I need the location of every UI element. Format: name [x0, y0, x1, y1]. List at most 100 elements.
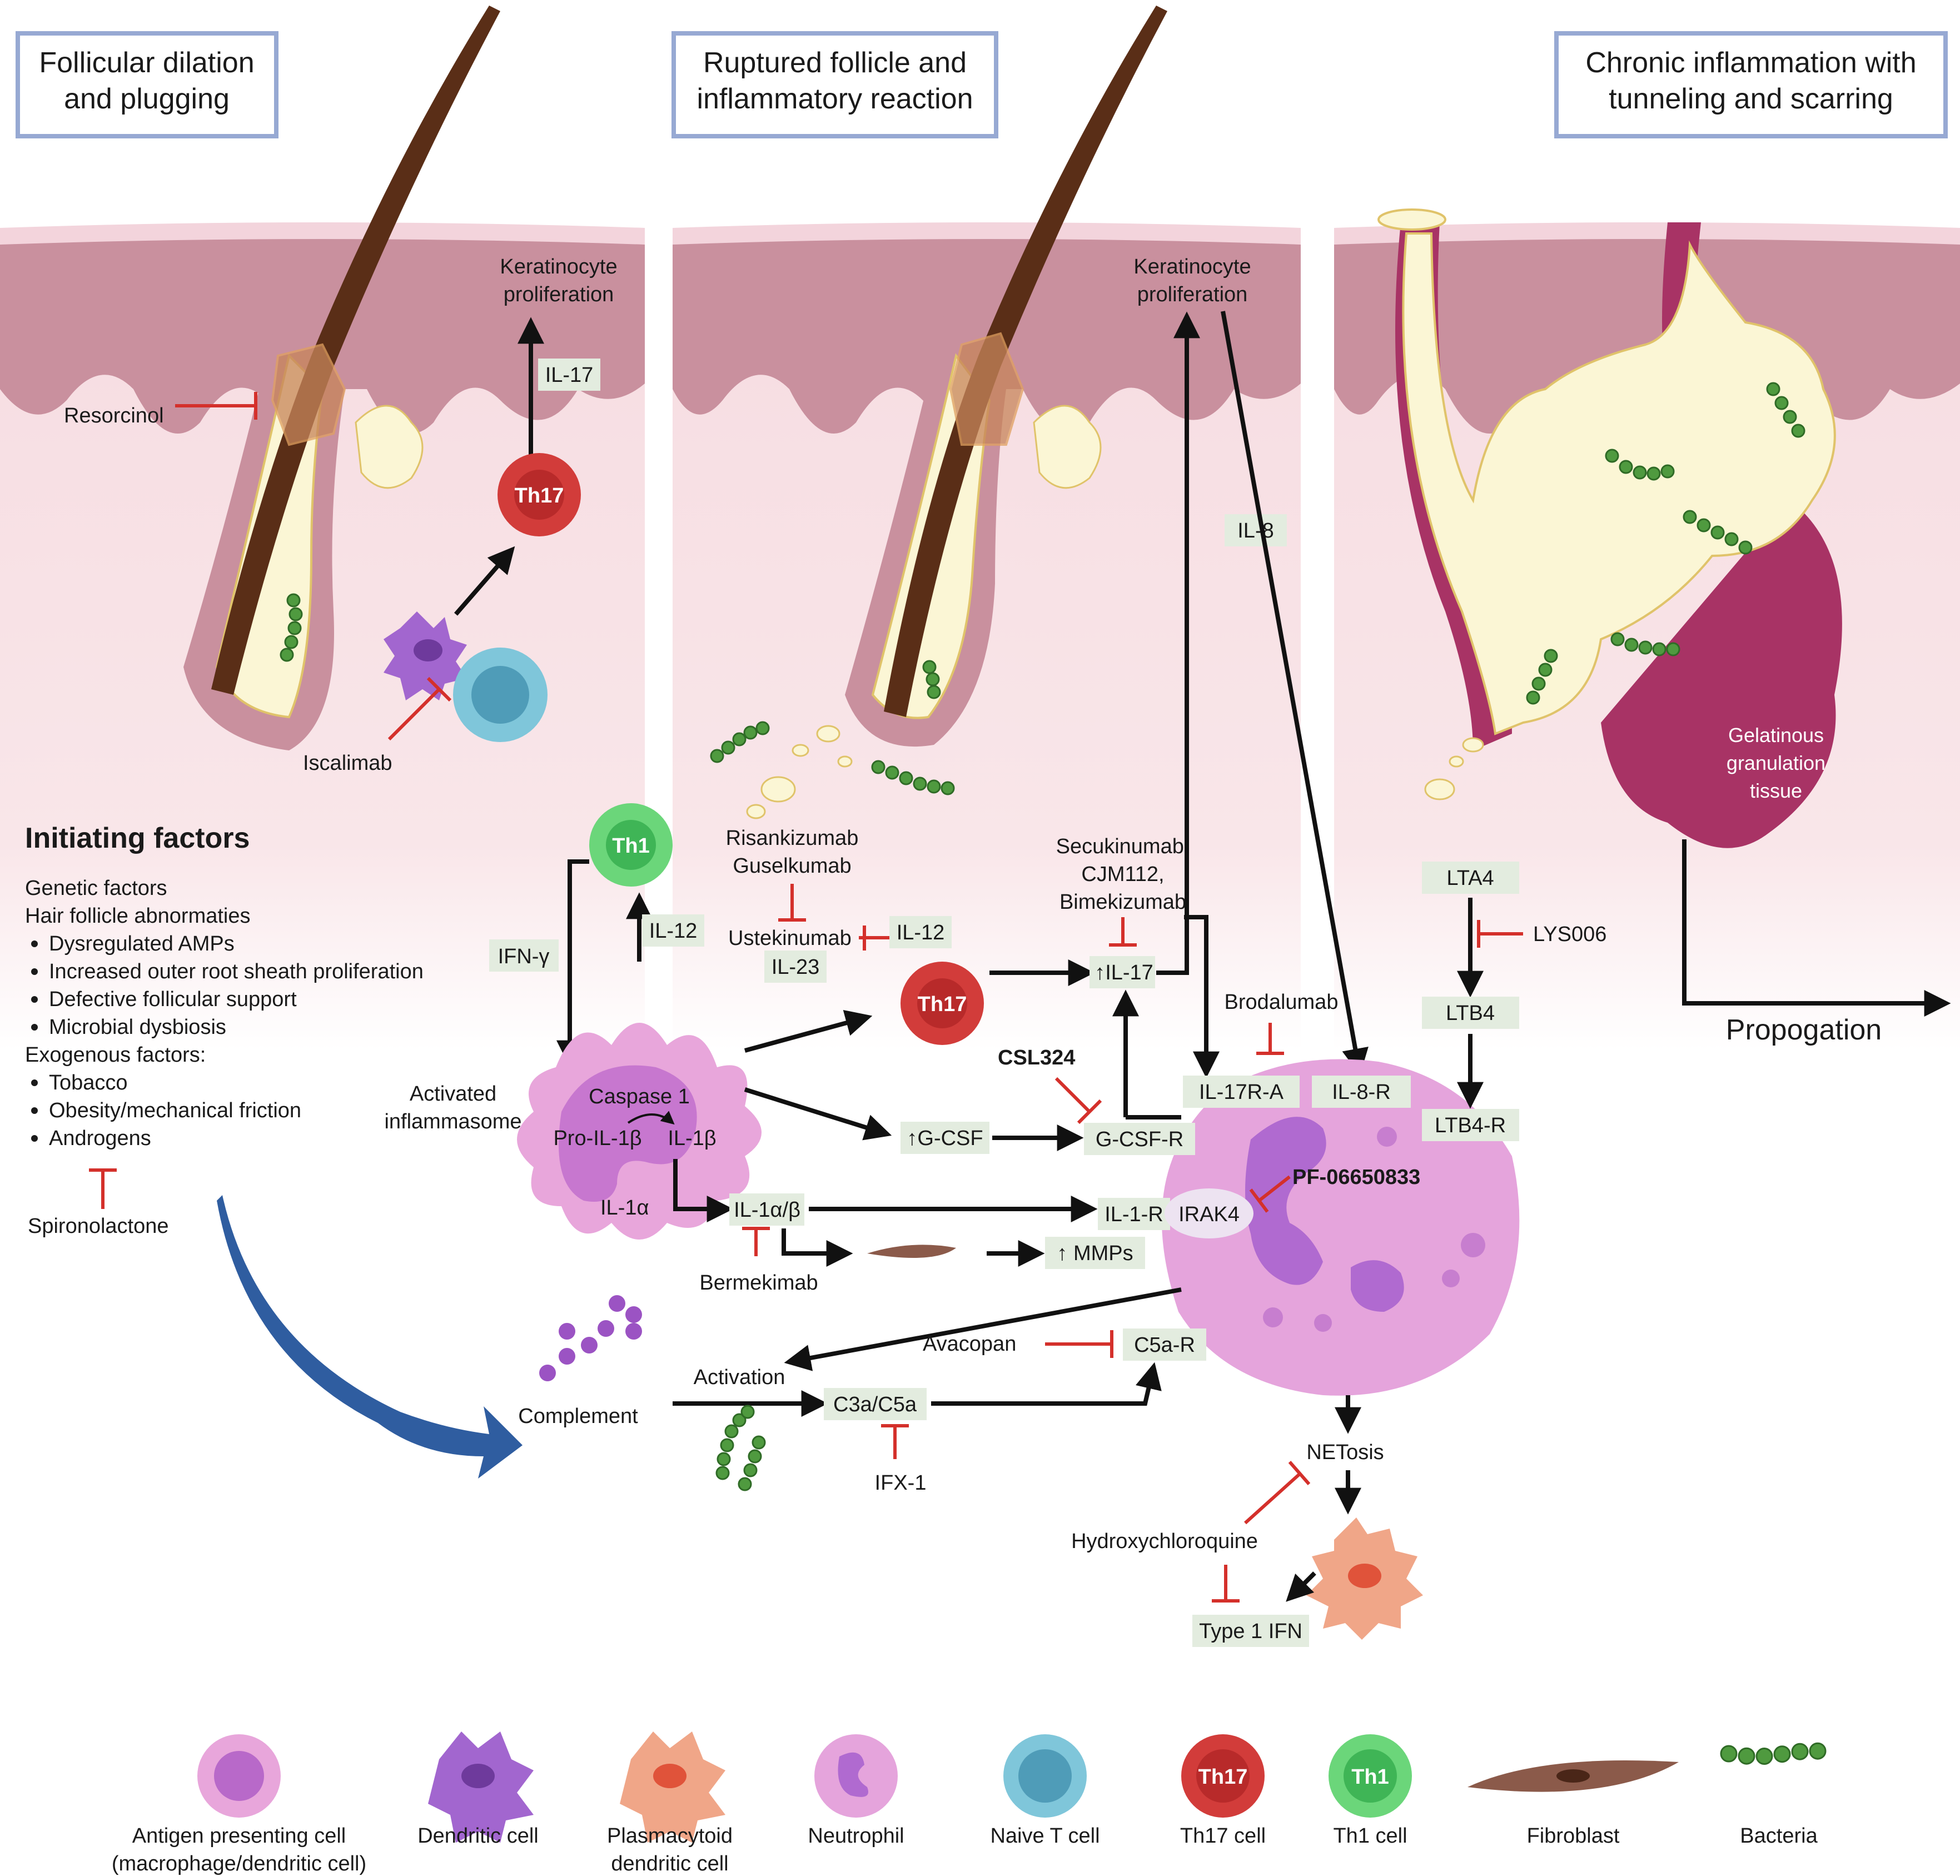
- dendritic-cell-icon: [428, 1731, 534, 1843]
- bacteria-chain: [1526, 382, 1805, 705]
- bullet-icon: [31, 1079, 38, 1086]
- svg-text:LTB4-R: LTB4-R: [1435, 1114, 1506, 1137]
- legend-label: Naive T cell: [990, 1824, 1100, 1848]
- arrow: [744, 1087, 892, 1141]
- gcsfr-box: [1084, 1123, 1195, 1155]
- keratinocyte-label-1b: proliferation: [504, 283, 614, 306]
- progression-arrow: [217, 1195, 523, 1479]
- brodalumab-label: Brodalumab: [1225, 991, 1339, 1014]
- arrow: [454, 546, 515, 616]
- activated-inflammasome-apc: [517, 1023, 762, 1240]
- svg-text:Bimekizumab: Bimekizumab: [1059, 890, 1186, 914]
- initiating-factors-title: Initiating factors: [25, 822, 250, 854]
- svg-text:and plugging: and plugging: [64, 83, 230, 115]
- arrow: [673, 1159, 734, 1222]
- th17-cell: Th17: [498, 453, 581, 536]
- ltb4-box: [1422, 997, 1519, 1029]
- initiating-factor-line: Dysregulated AMPs: [49, 932, 235, 956]
- guselkumab-label: Guselkumab: [733, 854, 851, 878]
- arrow: [1184, 915, 1220, 1078]
- arrow: [1156, 311, 1200, 975]
- ifx1-label: IFX-1: [875, 1471, 927, 1495]
- svg-text:IL-1-R: IL-1-R: [1105, 1203, 1163, 1226]
- activated-inflammasome-label: Activated: [410, 1082, 496, 1106]
- svg-text:IL-8-R: IL-8-R: [1332, 1081, 1391, 1104]
- svg-text:Th1: Th1: [612, 834, 650, 858]
- c5ar-box: [1123, 1328, 1206, 1361]
- initiating-factor-line: Microbial dysbiosis: [49, 1016, 226, 1039]
- initiating-factor-line: Obesity/mechanical friction: [49, 1099, 301, 1122]
- svg-text:tissue: tissue: [1750, 779, 1802, 802]
- bullet-icon: [31, 1135, 38, 1142]
- netosis-label: NETosis: [1306, 1441, 1384, 1464]
- gelatinous-label: Gelatinous: [1728, 724, 1824, 747]
- svg-text:G-CSF-R: G-CSF-R: [1096, 1128, 1183, 1151]
- svg-text:Th17: Th17: [515, 484, 564, 507]
- bacteria-chain: [715, 1405, 766, 1491]
- mmps-box: [1045, 1237, 1145, 1269]
- complement-label: Complement: [518, 1405, 638, 1428]
- svg-text:IL-12: IL-12: [649, 919, 698, 943]
- keratinocyte-label-1: Keratinocyte: [500, 255, 617, 278]
- svg-text:IL-1α/β: IL-1α/β: [734, 1198, 800, 1222]
- gcsf-box: [901, 1122, 989, 1154]
- legend-label: Fibroblast: [1527, 1824, 1620, 1848]
- naive-t-cell-icon: [1003, 1734, 1087, 1818]
- ltb4r-box: [1422, 1109, 1519, 1141]
- svg-text:tunneling and scarring: tunneling and scarring: [1609, 83, 1893, 115]
- il1b-label: IL-1β: [668, 1127, 716, 1150]
- bullet-icon: [31, 996, 38, 1003]
- th1-cell: Th1: [589, 803, 673, 887]
- iscalimab-label: Iscalimab: [303, 752, 392, 775]
- il1r-box: [1098, 1198, 1170, 1230]
- ifng-box: [489, 939, 559, 972]
- svg-text:IL-23: IL-23: [772, 956, 820, 979]
- il17ra-box: [1183, 1076, 1300, 1108]
- svg-text:C5a-R: C5a-R: [1134, 1333, 1195, 1357]
- il8-box: [1225, 514, 1287, 546]
- bullet-icon: [31, 941, 38, 947]
- svg-text:Type 1 IFN: Type 1 IFN: [1199, 1620, 1302, 1643]
- initiating-factor-line: Hair follicle abnormaties: [25, 904, 251, 928]
- legend-badge: Th1: [1351, 1765, 1389, 1789]
- neutrophil-icon: [814, 1734, 898, 1818]
- hydroxychloroquine-label: Hydroxychloroquine: [1071, 1530, 1258, 1553]
- svg-text:LTA4: LTA4: [1446, 867, 1494, 890]
- sinus-tract: [1377, 208, 1842, 848]
- il1a-label: IL-1α: [600, 1196, 649, 1220]
- resorcinol-label: Resorcinol: [64, 404, 164, 427]
- svg-text:C3a/C5a: C3a/C5a: [833, 1393, 917, 1416]
- fibroblast-icon: [1467, 1760, 1679, 1792]
- il8-label: IL-8: [1237, 519, 1273, 543]
- plasmacytoid-dendritic-cell: [1306, 1517, 1423, 1640]
- th17-cell: Th17: [901, 962, 984, 1045]
- svg-text:Follicular dilation: Follicular dilation: [39, 47, 254, 79]
- lys006-label: LYS006: [1533, 923, 1606, 946]
- activation-label: Activation: [694, 1366, 785, 1389]
- il1ab-box: [729, 1193, 804, 1226]
- il17-mid-label: ↑IL-17: [1095, 961, 1153, 984]
- inhibition-line: [387, 688, 441, 741]
- legend-label: Plasmacytoid: [607, 1824, 733, 1848]
- bullet-icon: [31, 1107, 38, 1114]
- irak4-bubble: [1165, 1188, 1253, 1238]
- arrow: [556, 859, 589, 1067]
- neutrophil: [1162, 1059, 1520, 1396]
- avacopan-label: Avacopan: [923, 1332, 1016, 1356]
- svg-text:inflammatory reaction: inflammatory reaction: [697, 83, 973, 115]
- hair-follicle-ruptured: [746, 6, 1167, 819]
- th17-cell-icon: Th17: [1181, 1734, 1265, 1818]
- arrow: [784, 1287, 1182, 1371]
- bacteria-chain: [280, 593, 303, 662]
- legend-label: (macrophage/dendritic cell): [112, 1852, 366, 1875]
- legend-label: Bacteria: [1740, 1824, 1818, 1848]
- fibroblast: [867, 1245, 956, 1258]
- arrow: [1286, 1571, 1316, 1602]
- complement-particles: [539, 1295, 642, 1381]
- lta4-box: [1422, 862, 1519, 894]
- svg-text:CJM112,: CJM112,: [1081, 863, 1164, 886]
- arrow: [1221, 311, 1369, 1076]
- il12-box-mid: [889, 916, 952, 948]
